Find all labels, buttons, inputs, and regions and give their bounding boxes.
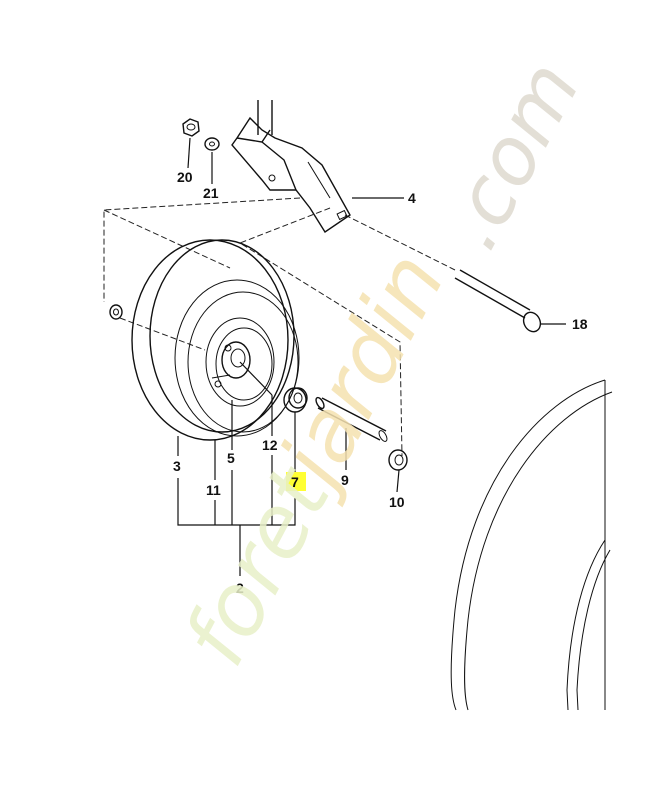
bolt-part-18: [454, 269, 566, 333]
nut-part-20: [182, 118, 200, 169]
label-part-4: 4: [408, 190, 416, 206]
wheel-assembly: [131, 239, 300, 441]
label-part-21: 21: [203, 185, 219, 201]
label-part-2: 2: [236, 580, 244, 596]
label-part-20: 20: [177, 169, 193, 185]
label-part-10: 10: [389, 494, 405, 510]
background-tire: [450, 379, 613, 711]
label-part-9: 9: [341, 472, 349, 488]
label-part-7: 7: [291, 474, 299, 490]
label-part-11: 11: [206, 482, 221, 498]
label-part-18: 18: [572, 316, 588, 332]
label-part-12: 12: [262, 437, 278, 453]
assembly-dashed-lines: [103, 197, 456, 457]
label-part-5: 5: [227, 450, 235, 466]
axle-part-9: [315, 396, 388, 442]
washer-part-21: [204, 137, 220, 184]
spacer-part-7: [283, 387, 308, 413]
label-part-3: 3: [173, 458, 181, 474]
washer-left: [109, 304, 123, 320]
fork-bracket: [231, 100, 351, 233]
highlight-part-7: [286, 472, 306, 491]
washer-part-10: [388, 449, 408, 493]
leader-lines: [177, 197, 404, 576]
